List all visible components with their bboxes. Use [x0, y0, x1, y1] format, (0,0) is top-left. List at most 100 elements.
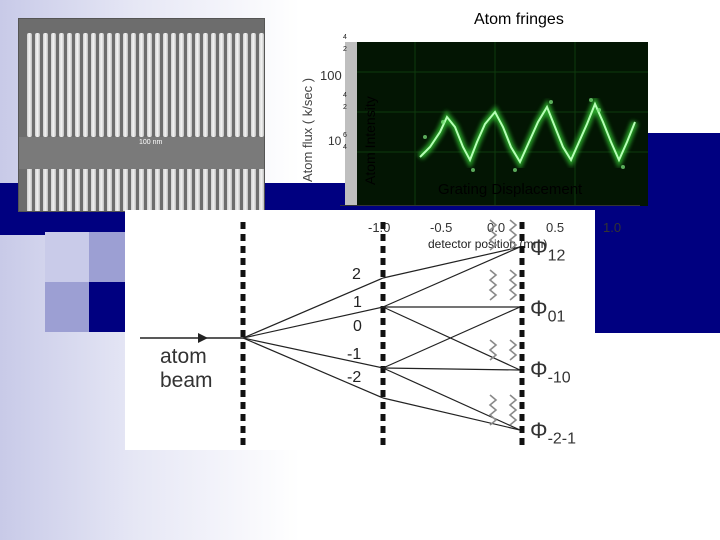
grating-bar-lower — [91, 169, 96, 211]
grating-bar — [51, 33, 56, 137]
grating-bar — [43, 33, 48, 137]
grating-bar — [107, 33, 112, 137]
grating-bar — [211, 33, 216, 137]
phase-symbol: Φ — [530, 418, 548, 443]
grating-bar — [227, 33, 232, 137]
grating-bar — [163, 33, 168, 137]
order-label: -1 — [347, 346, 362, 363]
fringe-wave-patterns — [488, 219, 518, 426]
grating-bar-lower — [219, 169, 224, 211]
phase-subscript: -2-1 — [547, 430, 577, 448]
grating-bar — [83, 33, 88, 137]
grating-bar-lower — [35, 169, 40, 211]
fringe-trace — [419, 101, 636, 165]
grating-bar — [123, 33, 128, 137]
grating-bar-lower — [75, 169, 80, 211]
scale-bar-label: 100 nm — [139, 139, 163, 146]
sem-grating-support-bar — [19, 137, 264, 169]
grating-bar-lower — [171, 169, 176, 211]
phase-label: Φ-10 — [530, 357, 571, 387]
ruler-tick: 2 — [343, 104, 347, 111]
atom-beam-label-line1: atom — [160, 345, 207, 368]
grating-bar — [131, 33, 136, 137]
light-block — [89, 232, 129, 282]
grating-bar-lower — [211, 169, 216, 211]
grating-bar — [75, 33, 80, 137]
grating-bar-lower — [243, 169, 248, 211]
phase-subscript: 01 — [547, 308, 566, 326]
grating-bar-lower — [163, 169, 168, 211]
ruler-tick: 4 — [343, 34, 347, 41]
grating-bar-lower — [131, 169, 136, 211]
light-block-2 — [45, 282, 89, 332]
grating-bar — [219, 33, 224, 137]
grating-bar-lower — [27, 169, 32, 211]
pale-block — [45, 232, 89, 282]
grating-bar-lower — [179, 169, 184, 211]
oscilloscope-trace — [355, 42, 648, 206]
order-label: 0 — [353, 318, 362, 335]
order-label: -2 — [347, 369, 362, 386]
grating-bar-lower — [155, 169, 160, 211]
grating-bar — [27, 33, 32, 137]
grating-bar — [139, 33, 144, 137]
phase-label: Φ-2-1 — [530, 418, 576, 448]
grating-bar-lower — [51, 169, 56, 211]
grating-bar — [99, 33, 104, 137]
diffraction-paths — [242, 246, 521, 431]
phase-label: Φ12 — [530, 235, 565, 265]
detector-axis-line — [340, 205, 640, 206]
x-tick: 0.5 — [546, 220, 565, 235]
atom-beam-label-line2: beam — [160, 369, 213, 392]
scope-ruler-ticks: 4 2 4 2 6 4 — [340, 34, 347, 152]
phase-subscript: 12 — [547, 247, 566, 265]
x-tick: 1.0 — [603, 220, 622, 235]
grating-bar — [59, 33, 64, 137]
atom-fringes-title: Atom fringes — [474, 11, 564, 28]
grating-bar — [235, 33, 240, 137]
grating-bar-lower — [123, 169, 128, 211]
grating-bar-lower — [203, 169, 208, 211]
grating-bar — [147, 33, 152, 137]
navy-block-left — [89, 282, 129, 332]
flux-tick-10: 10 — [328, 134, 342, 148]
oscilloscope-svg — [355, 42, 648, 206]
grating-bar — [195, 33, 200, 137]
phase-symbol: Φ — [530, 357, 548, 382]
phase-label: Φ01 — [530, 296, 565, 326]
grating-bar — [155, 33, 160, 137]
grating-bar-lower — [235, 169, 240, 211]
ruler-tick: 4 — [343, 92, 347, 99]
grating-bar-lower — [187, 169, 192, 211]
scope-ruler-strip — [345, 42, 357, 206]
phase-symbol: Φ — [530, 296, 548, 321]
grating-bar-lower — [43, 169, 48, 211]
flux-tick-100: 100 — [320, 68, 342, 83]
ruler-tick: 6 — [343, 132, 347, 139]
ruler-tick: 2 — [343, 46, 347, 53]
order-label: 1 — [353, 294, 362, 311]
grating-bar-lower — [259, 169, 264, 211]
grating-bar-lower — [59, 169, 64, 211]
grating-bar — [251, 33, 256, 137]
grating-bar — [67, 33, 72, 137]
grating-bar — [35, 33, 40, 137]
grating-bar — [91, 33, 96, 137]
sem-grating-photo: 100 nm — [18, 18, 265, 212]
grating-bar — [179, 33, 184, 137]
phase-subscript: -10 — [547, 369, 571, 387]
grating-bar — [115, 33, 120, 137]
grating-bar-lower — [107, 169, 112, 211]
grating-bar — [203, 33, 208, 137]
grating-bar — [243, 33, 248, 137]
grating-bar-lower — [67, 169, 72, 211]
beam-arrowhead — [198, 333, 208, 343]
grating-bar-lower — [139, 169, 144, 211]
phase-symbol: Φ — [530, 235, 548, 260]
order-label: 2 — [352, 266, 361, 283]
grating-bar-lower — [115, 169, 120, 211]
grating-bar — [187, 33, 192, 137]
atom-beam-label: atom beam — [160, 345, 213, 393]
grating-displacement-label: Grating Displacement — [438, 181, 583, 198]
